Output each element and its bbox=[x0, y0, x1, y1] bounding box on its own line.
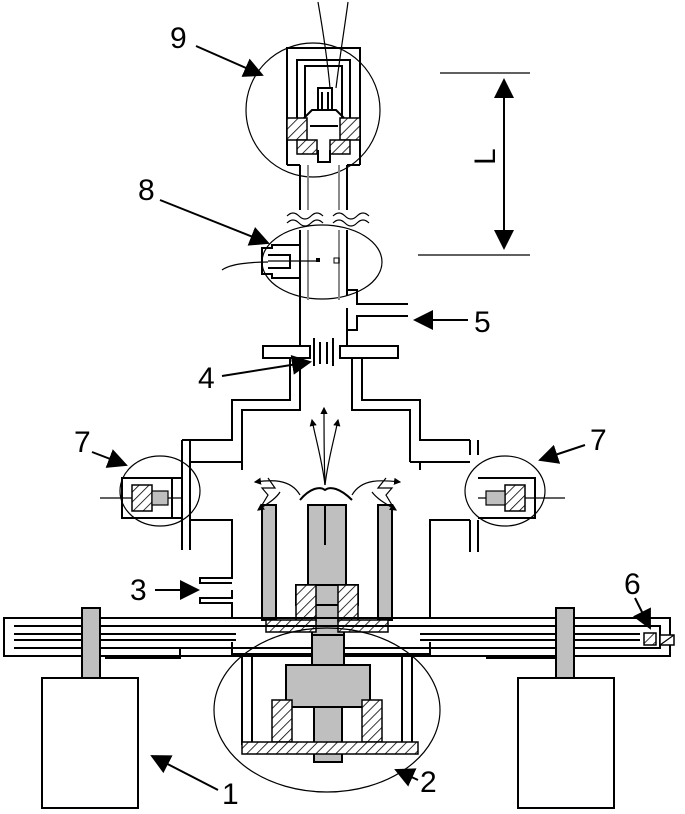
label-9: 9 bbox=[170, 22, 187, 55]
label-2: 2 bbox=[420, 766, 437, 799]
label-7-left: 7 bbox=[74, 426, 91, 459]
detail-circle-7-right bbox=[464, 455, 565, 527]
label-6: 6 bbox=[624, 568, 641, 601]
label-8: 8 bbox=[138, 174, 155, 207]
detail-circle-7-left bbox=[100, 455, 201, 527]
label-1: 1 bbox=[222, 778, 239, 811]
gas-jet-arrows bbox=[309, 406, 341, 486]
chamber-body bbox=[181, 440, 479, 636]
motor-left bbox=[41, 607, 139, 809]
label-L: L bbox=[469, 148, 502, 165]
tube-break-marks bbox=[286, 212, 370, 227]
label-3: 3 bbox=[130, 574, 147, 607]
detail-ellipse-2 bbox=[213, 627, 441, 793]
label-7-right: 7 bbox=[590, 424, 607, 457]
tube-section bbox=[182, 289, 470, 462]
detail-ellipse-8 bbox=[221, 224, 383, 300]
label-4: 4 bbox=[198, 362, 215, 395]
label-5: 5 bbox=[474, 306, 491, 339]
leader-lines bbox=[91, 45, 651, 791]
detail-circle-9 bbox=[245, 1, 381, 210]
motor-right bbox=[517, 607, 615, 809]
dimension-L: L bbox=[418, 72, 530, 256]
